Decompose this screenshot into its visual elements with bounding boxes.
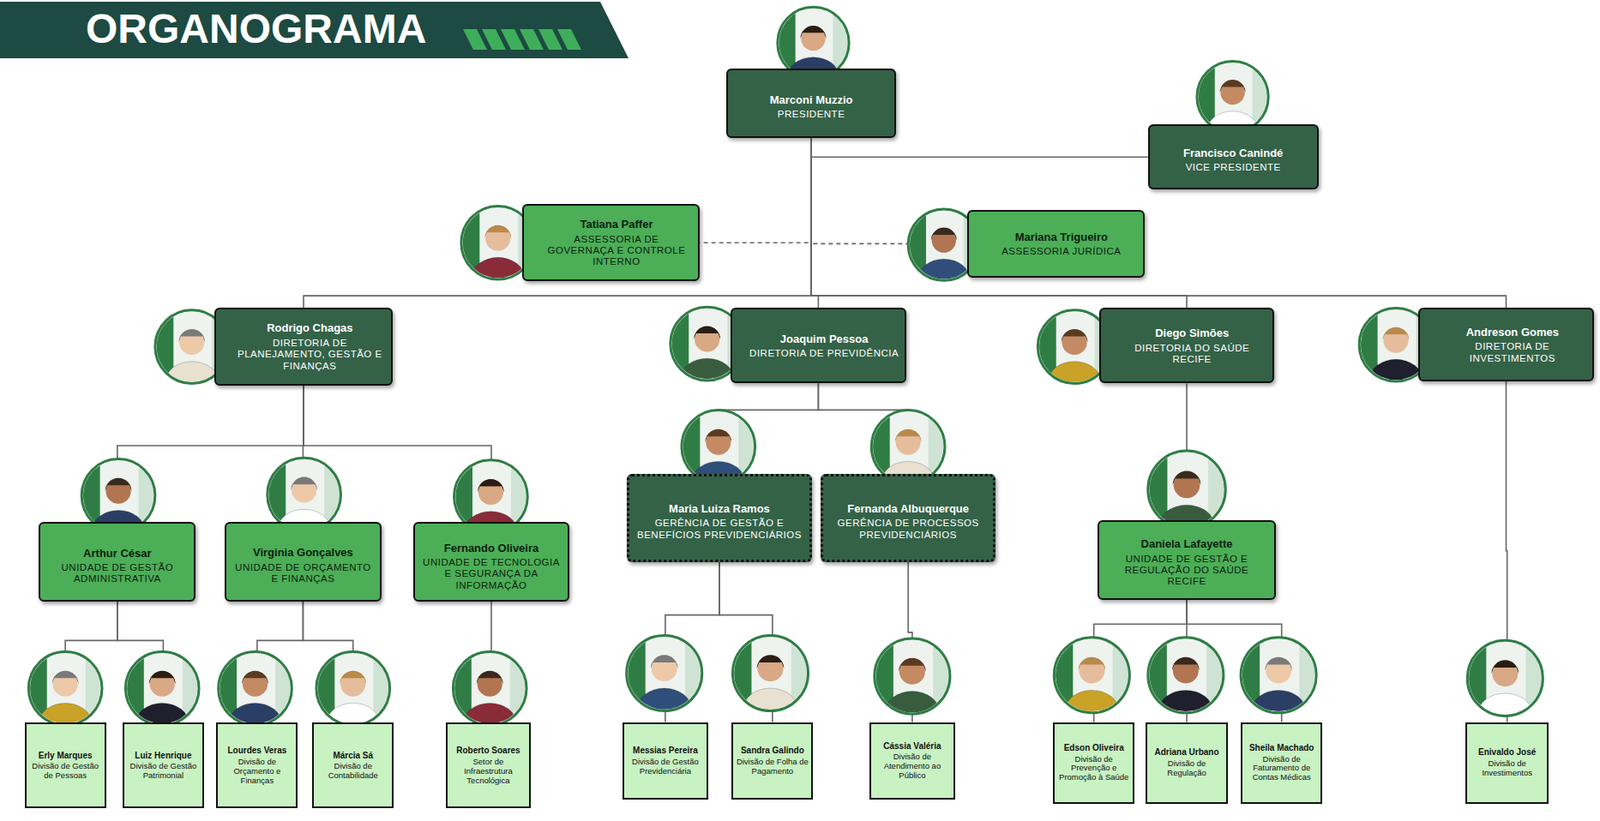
division-box: Messias PereiraDivisão de Gestão Previde… (622, 722, 709, 800)
role-title: UNIDADE DE GESTÃO ADMINISTRATIVA (45, 562, 189, 585)
person-name: Márcia Sá (316, 751, 390, 762)
person-name: Arthur César (45, 547, 189, 561)
unit-box: Arthur CésarUNIDADE DE GESTÃO ADMINISTRA… (38, 522, 196, 602)
division-box: Sandra GalindoDivisão de Folha de Pagame… (731, 722, 813, 800)
director-box: Marconi MuzzioPRESIDENTE (726, 68, 897, 139)
role-title: DIRETORIA DO SAÚDE RECIFE (1116, 342, 1268, 366)
director-box: Joaquim PessoaDIRETORIA DE PREVIDÊNCIA (730, 307, 907, 384)
org-connector (303, 138, 812, 309)
person-name: Fernanda Albuquerque (828, 502, 989, 517)
banner-stripes (463, 29, 582, 50)
role-title: Divisão de Gestão Patrimonial (126, 762, 200, 782)
unit-box: Mariana TrigueiroASSESSORIA JURÍDICA (967, 210, 1145, 278)
person-photo (874, 638, 951, 734)
unit-box: Daniela LafayetteUNIDADE DE GESTÃO E REG… (1097, 520, 1276, 601)
unit-box: Tatiana PafferASSESSORIA DE GOVERNAÇA E … (522, 204, 700, 282)
person-name: Mariana Trigueiro (984, 230, 1138, 245)
person-name: Messias Pereira (626, 745, 704, 757)
person-name: Enivaldo José (1469, 747, 1546, 758)
division-box: Roberto SoaresSetor de Infraestrutura Te… (445, 722, 531, 809)
role-title: DIRETORIA DE PLANEJAMENTO, GESTÃO E FINA… (234, 337, 387, 373)
unit-box: Fernando OliveiraUNIDADE DE TECNOLOGIA E… (413, 522, 570, 602)
role-title: UNIDADE DE GESTÃO E REGULAÇÃO DO SAÚDE R… (1104, 553, 1269, 589)
manager-box: Fernanda AlbuquerqueGERÊNCIA DE PROCESSO… (820, 474, 997, 562)
role-title: Divisão de Atendimento ao Público (873, 752, 951, 782)
division-box: Luiz HenriqueDivisão de Gestão Patrimoni… (122, 722, 205, 809)
person-name: Virginia Gonçalves (231, 546, 375, 560)
person-name: Joaquim Pessoa (749, 332, 900, 347)
manager-box: Maria Luiza RamosGERÊNCIA DE GESTÃO E BE… (626, 474, 813, 562)
chart-title: ORGANOGRAMA (85, 6, 427, 52)
person-name: Adriana Urbano (1149, 747, 1223, 758)
division-box: Adriana UrbanoDivisão de Regulação (1145, 722, 1228, 805)
person-name: Sheila Machado (1245, 743, 1318, 754)
role-title: Divisão de Folha de Pagamento (735, 757, 809, 777)
role-title: GERÊNCIA DE GESTÃO E BENEFÍCIOS PREVIDEN… (634, 517, 806, 541)
person-name: Rodrigo Chagas (234, 321, 387, 336)
division-box: Edson OliveiraDivisão de Prevenção e Pro… (1052, 722, 1135, 805)
role-title: UNIDADE DE TECNOLOGIA E SEGURANÇA DA INF… (420, 557, 563, 592)
banner-band (0, 1, 629, 59)
division-box: Sheila MachadoDivisão de Faturamento de … (1240, 722, 1323, 805)
org-connector (699, 138, 812, 244)
division-box: Cássia ValériaDivisão de Atendimento ao … (869, 722, 956, 800)
person-name: Erly Marques (29, 751, 103, 762)
role-title: Divisão de Contabilidade (316, 762, 390, 782)
role-title: Divisão de Faturamento de Contas Médicas (1245, 755, 1318, 784)
org-connector (811, 138, 1149, 158)
org-connector (811, 138, 819, 309)
person-photo (732, 635, 808, 730)
role-title: DIRETORIA DE PREVIDÊNCIA (749, 348, 900, 360)
role-title: GERÊNCIA DE PROCESSOS PREVIDENCIÁRIOS (828, 517, 989, 541)
person-name: Lourdes Veras (220, 745, 294, 757)
division-box: Lourdes VerasDivisão de Orçamento e Fina… (216, 722, 298, 809)
person-name: Roberto Soares (450, 745, 527, 757)
person-name: Cássia Valéria (873, 741, 951, 752)
division-box: Enivaldo JoséDivisão de Investimentos (1465, 722, 1550, 805)
division-box: Erly MarquesDivisão de Gestão de Pessoas (24, 722, 107, 809)
org-connector (811, 138, 968, 245)
person-photo (1467, 640, 1543, 735)
person-photo (626, 635, 703, 730)
role-title: DIRETORIA DE INVESTIMENTOS (1437, 341, 1588, 364)
role-title: Divisão de Orçamento e Finanças (220, 757, 294, 787)
person-name: Francisco Canindé (1154, 146, 1312, 161)
person-name: Maria Luiza Ramos (634, 502, 806, 517)
person-name: Luiz Henrique (126, 751, 200, 762)
director-box: Rodrigo ChagasDIRETORIA DE PLANEJAMENTO,… (214, 307, 393, 385)
role-title: Divisão de Investimentos (1469, 759, 1546, 779)
role-title: UNIDADE DE ORÇAMENTO E FINANÇAS (231, 562, 375, 585)
person-photo (1148, 637, 1224, 733)
director-box: Andreson GomesDIRETORIA DE INVESTIMENTOS (1418, 307, 1594, 382)
unit-box: Virginia GonçalvesUNIDADE DE ORÇAMENTO E… (224, 522, 382, 602)
director-box: Francisco CanindéVICE PRESIDENTE (1148, 124, 1319, 190)
role-title: Divisão de Prevenção e Promoção à Saúde (1057, 755, 1131, 784)
org-connector (811, 138, 1187, 309)
person-name: Marconi Muzzio (733, 93, 890, 108)
role-title: VICE PRESIDENTE (1154, 162, 1312, 174)
role-title: PRESIDENTE (733, 108, 890, 121)
person-name: Diego Simões (1116, 326, 1268, 341)
person-name: Sandra Galindo (735, 745, 809, 757)
director-box: Diego SimõesDIRETORIA DO SAÚDE RECIFE (1099, 307, 1276, 384)
role-title: Divisão de Gestão de Pessoas (29, 762, 103, 782)
role-title: ASSESSORIA DE GOVERNAÇA E CONTROLE INTER… (540, 234, 694, 269)
person-name: Andreson Gomes (1437, 325, 1588, 340)
person-name: Fernando Oliveira (420, 541, 563, 556)
person-name: Daniela Lafayette (1104, 537, 1269, 552)
person-photo (1053, 637, 1130, 733)
person-name: Tatiana Paffer (540, 217, 694, 232)
person-name: Edson Oliveira (1057, 743, 1131, 754)
person-photo (1240, 637, 1317, 733)
role-title: Setor de Infraestrutura Tecnológica (450, 757, 527, 787)
role-title: Divisão de Gestão Previdenciária (626, 757, 704, 777)
division-box: Márcia SáDivisão de Contabilidade (312, 722, 394, 809)
role-title: ASSESSORIA JURÍDICA (984, 246, 1138, 258)
role-title: Divisão de Regulação (1149, 759, 1223, 779)
